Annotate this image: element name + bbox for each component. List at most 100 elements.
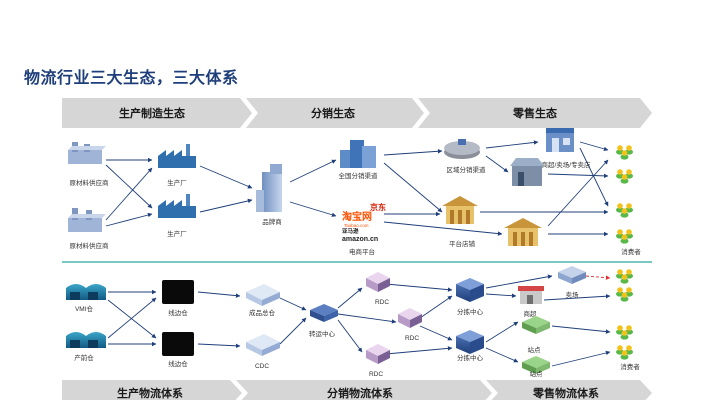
ecosystem-label: 生产制造生态: [119, 106, 185, 120]
logistics-flows: [107, 274, 611, 367]
shop-node: [510, 158, 544, 186]
transit-center-label: 转运中心: [309, 329, 336, 338]
finished-warehouse-node: 成品总仓: [246, 284, 280, 317]
system-banner: 生产物流体系 分销物流体系 零售物流体系: [62, 380, 652, 400]
chevron-production-logistics: [62, 380, 242, 400]
system-label: 生产物流体系: [117, 386, 183, 400]
warehouse-icon: [246, 334, 280, 356]
chevron-production: [62, 98, 252, 128]
supplier-label: 原材料供应商: [70, 241, 110, 250]
amazon-cn-logo: 亚马逊: [342, 227, 359, 235]
national-channel-label: 全国分销渠道: [339, 171, 379, 180]
page-title: 物流行业三大生态，三大体系: [24, 70, 239, 87]
line-warehouse-icon: [162, 280, 194, 304]
person-icon: [616, 325, 624, 335]
mall-node: 卖场: [558, 266, 586, 299]
supplier-label: 原材料供应商: [70, 178, 110, 187]
sorting-center-label: 分拣中心: [457, 307, 484, 316]
finished-warehouse-label: 成品总仓: [249, 308, 276, 317]
person-icon: [620, 208, 629, 218]
cdc-label: CDC: [255, 363, 269, 370]
person-icon: [620, 292, 629, 302]
amazon-logo: amazon.cn: [342, 236, 378, 243]
store-building-node: [504, 218, 542, 246]
vmi-warehouse-node: VMI仓: [66, 284, 106, 313]
stores-node: 商超/卖场/专卖店: [541, 128, 591, 169]
transit-hub-icon: [310, 304, 338, 322]
sorting-center-node: 分拣中心: [456, 278, 484, 316]
mall-label: 卖场: [566, 290, 580, 299]
rdc-node: RDC: [398, 308, 422, 342]
ecosystem-label: 零售生态: [512, 106, 557, 120]
taobao-sub-logo: Taobao.com: [344, 223, 369, 228]
jd-logo: 京东: [370, 202, 386, 212]
warehouse-icon: [66, 284, 106, 300]
system-label: 零售物流体系: [532, 386, 599, 400]
office-building-icon: [256, 164, 282, 212]
factory-icon: [158, 194, 196, 218]
chevron-retail-logistics: [486, 380, 652, 400]
brand-label: 品牌商: [262, 217, 282, 226]
consumer-label: 消费者: [621, 247, 641, 256]
rdc-node: RDC: [366, 344, 390, 378]
warehouse-icon: [246, 284, 280, 306]
brand-node: 品牌商: [256, 164, 282, 226]
supermarket-node: 商超: [518, 286, 544, 318]
rdc-box-icon: [398, 308, 422, 328]
production-warehouse-label: 产前仓: [74, 353, 94, 362]
station-label: 站点: [528, 345, 542, 354]
factory-icon: [158, 144, 196, 168]
line-warehouse-label: 线边仓: [168, 308, 188, 317]
store-building-icon: [442, 196, 478, 224]
person-icon: [620, 350, 629, 360]
chevron-retail: [418, 98, 652, 128]
cube-icon: [456, 330, 484, 354]
person-icon: [620, 150, 629, 160]
consumer-label: 消费者: [620, 362, 640, 371]
rdc-box-icon: [366, 272, 390, 292]
supermarket-label: 商超: [524, 309, 538, 318]
ecommerce-node: 京东 淘宝网 Taobao.com 亚马逊 amazon.cn 电商平台: [342, 202, 386, 256]
transit-center-node: 转运中心: [309, 304, 338, 338]
shop-awning-icon: [518, 286, 544, 304]
sorting-center-node: 分拣中心: [456, 330, 484, 362]
factory-node: 生产厂: [158, 194, 196, 238]
platform-store-node: 平台店铺: [442, 196, 478, 248]
city-buildings-icon: [340, 140, 376, 168]
storefront-icon: [546, 128, 574, 152]
factory-icon: [68, 208, 106, 232]
ecosystem-flows: [105, 140, 609, 237]
person-icon: [620, 234, 629, 244]
platform-store-label: 平台店铺: [449, 239, 476, 248]
person-icon: [620, 330, 629, 340]
mall-building-icon: [558, 266, 586, 284]
factory-node: 生产厂: [158, 144, 196, 187]
store-building-icon: [504, 218, 542, 246]
system-label: 分销物流体系: [327, 386, 393, 400]
station-icon: [522, 356, 550, 374]
vmi-warehouse-label: VMI仓: [75, 304, 94, 313]
consumer-group: [616, 145, 633, 244]
ecommerce-label: 电商平台: [349, 247, 375, 256]
supplier-node: 原材料供应商: [68, 142, 109, 187]
factory-label: 生产厂: [167, 229, 187, 238]
production-warehouse-node: 产前仓: [66, 332, 106, 362]
person-icon: [620, 274, 629, 284]
supplier-node: 原材料供应商: [68, 208, 109, 250]
line-warehouse-label: 线边仓: [168, 359, 188, 368]
rdc-label: RDC: [375, 299, 389, 306]
station-label: 站点: [530, 369, 544, 378]
regional-channel-label: 区域分销渠道: [447, 165, 487, 174]
cube-icon: [456, 278, 484, 302]
hub-disc-icon: [444, 139, 480, 159]
rdc-label: RDC: [405, 335, 419, 342]
direct-delivery-flows: [585, 275, 611, 280]
chevron-distribution-logistics: [236, 380, 492, 400]
ecosystem-label: 分销生态: [311, 106, 355, 120]
rdc-label: RDC: [369, 371, 383, 378]
factory-label: 生产厂: [167, 178, 187, 187]
regional-channel-node: 区域分销渠道: [444, 139, 486, 174]
ecosystem-banner: 生产制造生态 分销生态 零售生态: [62, 98, 652, 128]
station-node: 站点: [522, 356, 550, 378]
rdc-node: RDC: [366, 272, 390, 306]
